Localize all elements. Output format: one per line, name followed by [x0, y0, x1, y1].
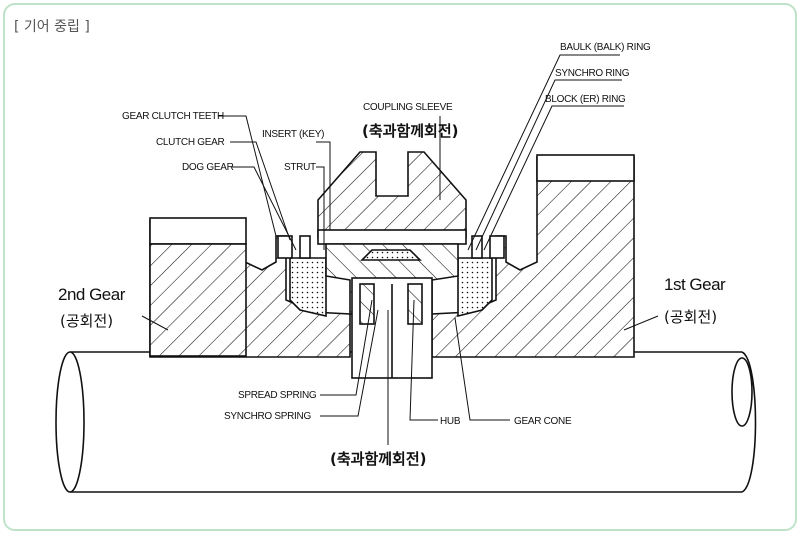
diagram-title: [ 기어 중립 ]	[14, 19, 90, 35]
label-2nd-gear-note: (공회전)	[60, 312, 113, 330]
label-1st-gear: 1st Gear	[664, 275, 726, 294]
label-hub-rotation: (축과함께회전)	[330, 450, 427, 468]
first-gear-body	[431, 154, 635, 358]
label-hub: HUB	[440, 416, 461, 427]
label-dog-gear: DOG GEAR	[182, 162, 234, 173]
synchro-rings	[277, 235, 505, 318]
label-synchro-ring: SYNCHRO RING	[555, 68, 630, 79]
label-blocker-ring: BLOCK (ER) RING	[545, 94, 626, 105]
label-baulk-ring: BAULK (BALK) RING	[560, 42, 651, 53]
leader-lines	[141, 54, 659, 445]
label-insert-key: INSERT (KEY)	[262, 129, 324, 140]
label-gear-cone: GEAR CONE	[514, 416, 572, 427]
second-gear-body	[149, 217, 351, 358]
label-spread-spring: SPREAD SPRING	[238, 390, 317, 401]
label-sleeve-rotation: (축과함께회전)	[362, 122, 459, 140]
coupling-sleeve	[317, 151, 467, 245]
label-synchro-spring: SYNCHRO SPRING	[224, 411, 311, 422]
label-gear-clutch-teeth: GEAR CLUTCH TEETH	[122, 111, 224, 122]
label-clutch-gear: CLUTCH GEAR	[156, 137, 224, 148]
label-coupling-sleeve: COUPLING SLEEVE	[363, 102, 453, 113]
label-strut: STRUT	[284, 162, 316, 173]
label-2nd-gear: 2nd Gear	[58, 285, 126, 304]
label-1st-gear-note: (공회전)	[664, 308, 717, 326]
hub	[325, 243, 459, 379]
